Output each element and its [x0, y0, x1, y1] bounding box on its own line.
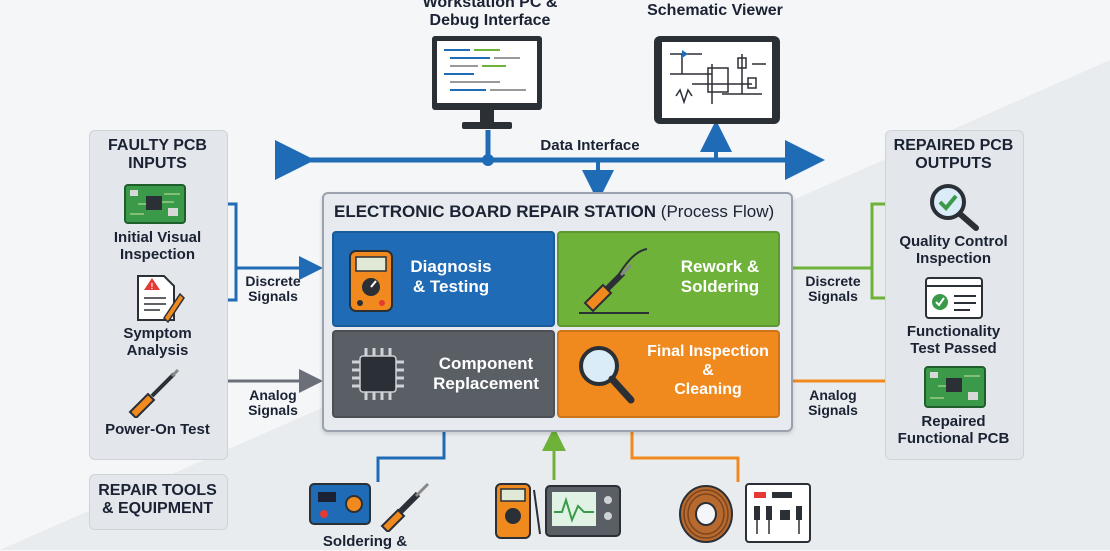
screwdriver-icon	[128, 368, 180, 418]
diagnosis-testing-block: Diagnosis& Testing	[332, 231, 555, 327]
station-title: ELECTRONIC BOARD REPAIR STATION (Process…	[334, 202, 784, 222]
soldering-label: Soldering &	[322, 533, 408, 550]
magnifier-check-icon	[930, 184, 979, 231]
multimeter-icon	[349, 250, 393, 312]
diagnosis-testing-label: Diagnosis& Testing	[410, 257, 492, 297]
pcb-icon	[124, 184, 186, 224]
soldering-station-icon	[309, 482, 430, 532]
data-interface-label: Data Interface	[540, 137, 640, 154]
repair-tools-title: REPAIR TOOLS& EQUIPMENT	[98, 482, 217, 517]
final-inspection-cleaning-label: Final Inspection&Cleaning	[647, 343, 769, 399]
power-on-test-label: Power-On Test	[105, 421, 210, 438]
station-title-paren: (Process Flow)	[660, 202, 775, 221]
soldering-iron-icon	[579, 248, 649, 314]
tools-orange-line	[630, 430, 740, 482]
solder-reel-board-icon	[679, 483, 811, 543]
bus-node	[482, 154, 494, 166]
checklist-window-icon	[925, 277, 983, 319]
schematic-viewer-label: Schematic Viewer	[647, 2, 783, 19]
svg-text:!: !	[151, 282, 154, 291]
workstation-monitor-icon	[432, 36, 542, 129]
tools-blue-line	[376, 430, 446, 482]
rework-soldering-block: Rework &Soldering	[557, 231, 780, 327]
tablet-schematic-icon	[654, 36, 780, 124]
repair-tools-box	[89, 474, 228, 530]
magnifier-icon	[579, 346, 635, 404]
final-inspection-cleaning-block: Final Inspection&Cleaning	[557, 330, 780, 418]
document-pen-icon: !	[137, 275, 185, 324]
station-title-bold: ELECTRONIC BOARD REPAIR STATION	[334, 202, 657, 221]
repaired-pcb-icon	[924, 366, 986, 408]
rework-soldering-label: Rework &Soldering	[680, 257, 760, 297]
workstation-label: Workstation PC &Debug Interface	[422, 0, 558, 29]
multimeter-oscilloscope-icon	[495, 483, 621, 539]
chip-icon	[352, 348, 404, 400]
